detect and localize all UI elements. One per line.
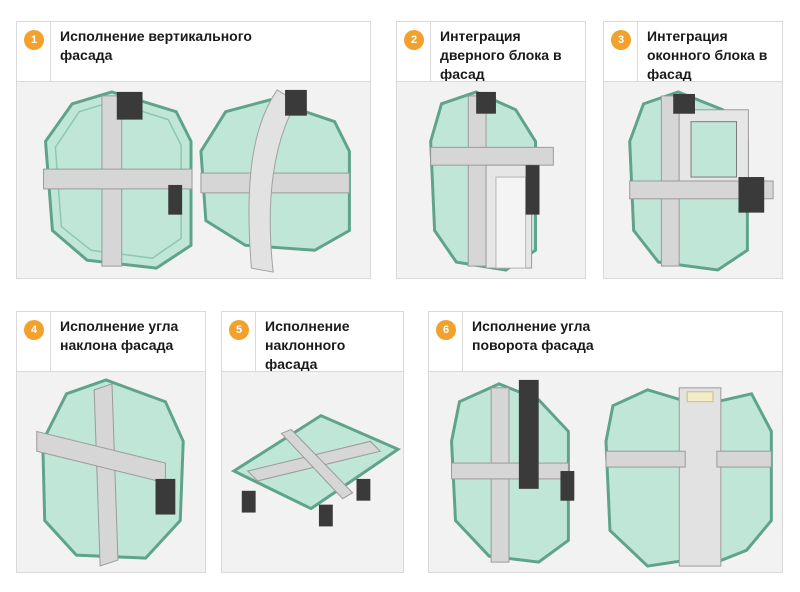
panel-1: 1 Исполнение вертикального фасада xyxy=(16,21,371,279)
number-badge: 2 xyxy=(404,30,424,50)
panel-illustration xyxy=(603,81,783,279)
horizontal-transom xyxy=(430,146,554,166)
vertical-mullion xyxy=(467,95,487,267)
panel-illustration xyxy=(16,81,371,279)
horizontal-transom xyxy=(43,168,193,190)
profile-section xyxy=(155,478,176,515)
title-line: дверного блока в xyxy=(440,47,562,63)
door-integration-illustration xyxy=(429,90,554,272)
number-column: 5 xyxy=(222,312,256,372)
sloped-facade-illustration xyxy=(230,413,402,527)
title-line: Исполнение угла xyxy=(472,318,591,334)
title-line: оконного блока в xyxy=(647,47,768,63)
panel-4: 4 Исполнение угла наклона фасада xyxy=(16,311,206,573)
panel-header: 1 Исполнение вертикального фасада xyxy=(16,21,371,82)
title-line: Исполнение угла xyxy=(60,318,179,334)
panel-illustration xyxy=(16,371,206,573)
glass-pane xyxy=(715,392,773,565)
profile-section xyxy=(285,89,307,116)
panel-title: Исполнение наклонного фасада xyxy=(265,317,397,374)
inclined-angle-illustration xyxy=(36,378,185,567)
profile-section xyxy=(525,165,540,215)
number-badge: 1 xyxy=(24,30,44,50)
horizontal-transom xyxy=(605,450,686,468)
profile-section xyxy=(241,490,256,513)
horizontal-transom xyxy=(280,428,354,500)
corner-post xyxy=(678,387,722,567)
profile-section xyxy=(318,504,333,527)
panel-title: Исполнение угла поворота фасада xyxy=(472,317,776,355)
profile-section xyxy=(560,471,575,501)
panel-5: 5 Исполнение наклонного фасада xyxy=(221,311,404,573)
title-line: Исполнение xyxy=(265,318,350,334)
panel-header: 5 Исполнение наклонного фасада xyxy=(221,311,404,372)
horizontal-transom xyxy=(451,462,569,480)
vertical-facade-illustration xyxy=(43,89,351,273)
profile-section xyxy=(476,91,496,114)
number-badge: 6 xyxy=(436,320,456,340)
number-column: 1 xyxy=(17,22,51,82)
panel-title: Исполнение вертикального фасада xyxy=(60,27,364,65)
number-column: 2 xyxy=(397,22,431,82)
window-sash xyxy=(690,121,738,178)
panel-title: Исполнение угла наклона фасада xyxy=(60,317,199,355)
panel-2: 2 Интеграция дверного блока в фасад xyxy=(396,21,586,279)
number-column: 3 xyxy=(604,22,638,82)
title-line: Исполнение вертикального xyxy=(60,28,252,44)
profile-section xyxy=(518,379,539,489)
horizontal-transom xyxy=(716,450,772,468)
profile-section xyxy=(168,184,183,215)
decorative-wing xyxy=(248,89,298,273)
door-leaf xyxy=(495,176,527,269)
title-line: Интеграция xyxy=(440,28,521,44)
title-line: Интеграция xyxy=(647,28,728,44)
title-line: поворота фасада xyxy=(472,337,594,353)
title-line: фасад xyxy=(647,66,692,82)
number-badge: 5 xyxy=(229,320,249,340)
glass-pane xyxy=(604,388,689,568)
corner-insulation xyxy=(686,391,714,403)
title-line: наклонного xyxy=(265,337,346,353)
title-line: фасада xyxy=(265,356,318,372)
profile-section xyxy=(738,177,765,213)
title-line: фасад xyxy=(440,66,485,82)
panel-header: 2 Интеграция дверного блока в фасад xyxy=(396,21,586,82)
panel-title: Интеграция дверного блока в фасад xyxy=(440,27,579,84)
profile-section xyxy=(673,93,695,114)
title-line: фасада xyxy=(60,47,113,63)
profile-section xyxy=(356,478,371,501)
number-column: 4 xyxy=(17,312,51,372)
vertical-mullion xyxy=(93,383,119,567)
window-integration-illustration xyxy=(628,90,774,272)
panel-header: 6 Исполнение угла поворота фасада xyxy=(428,311,783,372)
panel-6: 6 Исполнение угла поворота фасада xyxy=(428,311,783,573)
number-badge: 3 xyxy=(611,30,631,50)
panel-3: 3 Интеграция оконного блока в фасад xyxy=(603,21,783,279)
panel-header: 3 Интеграция оконного блока в фасад xyxy=(603,21,783,82)
panel-title: Интеграция оконного блока в фасад xyxy=(647,27,776,84)
panel-illustration xyxy=(221,371,404,573)
title-line: наклона фасада xyxy=(60,337,174,353)
panel-header: 4 Исполнение угла наклона фасада xyxy=(16,311,206,372)
corner-facade-illustration xyxy=(450,379,773,568)
number-column: 6 xyxy=(429,312,463,372)
horizontal-transom xyxy=(200,172,350,194)
panel-illustration xyxy=(396,81,586,279)
panel-illustration xyxy=(428,371,783,573)
number-badge: 4 xyxy=(24,320,44,340)
profile-section xyxy=(116,91,143,120)
